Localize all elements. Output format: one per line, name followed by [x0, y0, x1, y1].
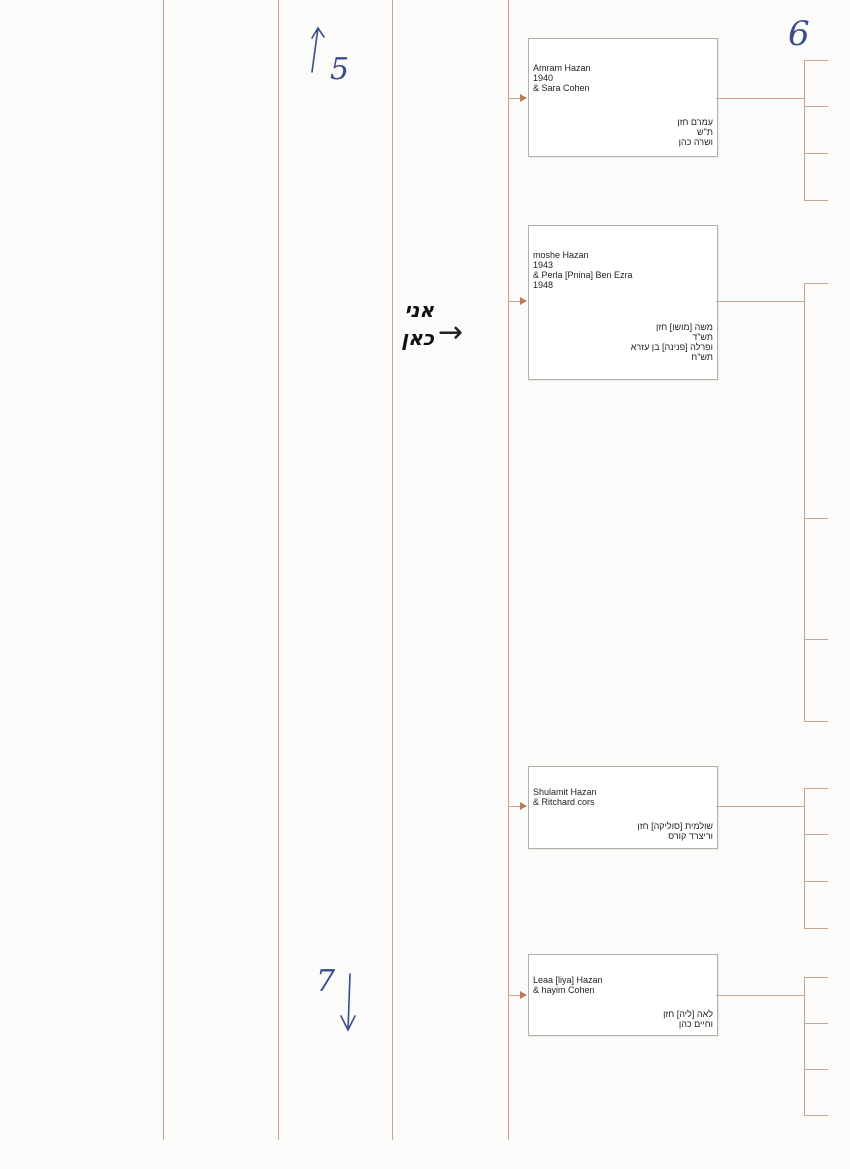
child-tick — [804, 1115, 828, 1116]
child-connector — [716, 995, 804, 996]
child-tick — [804, 60, 828, 61]
child-tick — [804, 106, 828, 107]
spine-connector — [508, 301, 522, 302]
child-tick — [804, 881, 828, 882]
down-arrow-icon — [340, 973, 356, 1032]
child-connector — [716, 301, 804, 302]
child-tick — [804, 283, 828, 284]
child-tick — [804, 721, 828, 722]
you-are-here-arrow-icon: → — [438, 315, 464, 350]
child-tick — [804, 977, 828, 978]
person-box-shulamit[interactable]: Shulamit Hazan& Ritchard cors שולמית [סו… — [528, 766, 718, 849]
person-english-name: Leaa [liya] Hazan& hayim Cohen — [533, 975, 603, 995]
child-connector — [716, 98, 804, 99]
child-bracket — [804, 283, 805, 722]
spine-connector — [508, 806, 522, 807]
child-tick — [804, 639, 828, 640]
connector-arrow — [520, 94, 527, 102]
spine-connector — [508, 98, 522, 99]
generation-column-line — [392, 0, 393, 1140]
handwritten-marker-top: 5 — [330, 52, 350, 87]
child-tick — [804, 518, 828, 519]
handwritten-marker-bottom: 7 — [316, 964, 336, 999]
child-tick — [804, 153, 828, 154]
child-tick — [804, 788, 828, 789]
connector-arrow — [520, 802, 527, 810]
handwritten-marker-top-right: 6 — [788, 14, 810, 54]
child-connector — [716, 806, 804, 807]
child-tick — [804, 928, 828, 929]
child-bracket — [804, 60, 805, 201]
up-arrow-icon — [311, 26, 325, 73]
child-bracket — [804, 788, 805, 929]
child-tick — [804, 1069, 828, 1070]
child-tick — [804, 200, 828, 201]
connector-arrow — [520, 297, 527, 305]
generation-column-line — [163, 0, 164, 1140]
you-are-here-line2: כאן — [401, 326, 434, 350]
child-tick — [804, 834, 828, 835]
connector-arrow — [520, 991, 527, 999]
generation-spine-line — [508, 0, 509, 1140]
generation-column-line — [278, 0, 279, 1140]
you-are-here-line1: אני — [404, 298, 434, 322]
person-box-leaa[interactable]: Leaa [liya] Hazan& hayim Cohen לאה [ליה]… — [528, 954, 718, 1036]
spine-connector — [508, 995, 522, 996]
person-english-name: Shulamit Hazan& Ritchard cors — [533, 787, 597, 807]
child-bracket — [804, 977, 805, 1116]
child-tick — [804, 1023, 828, 1024]
